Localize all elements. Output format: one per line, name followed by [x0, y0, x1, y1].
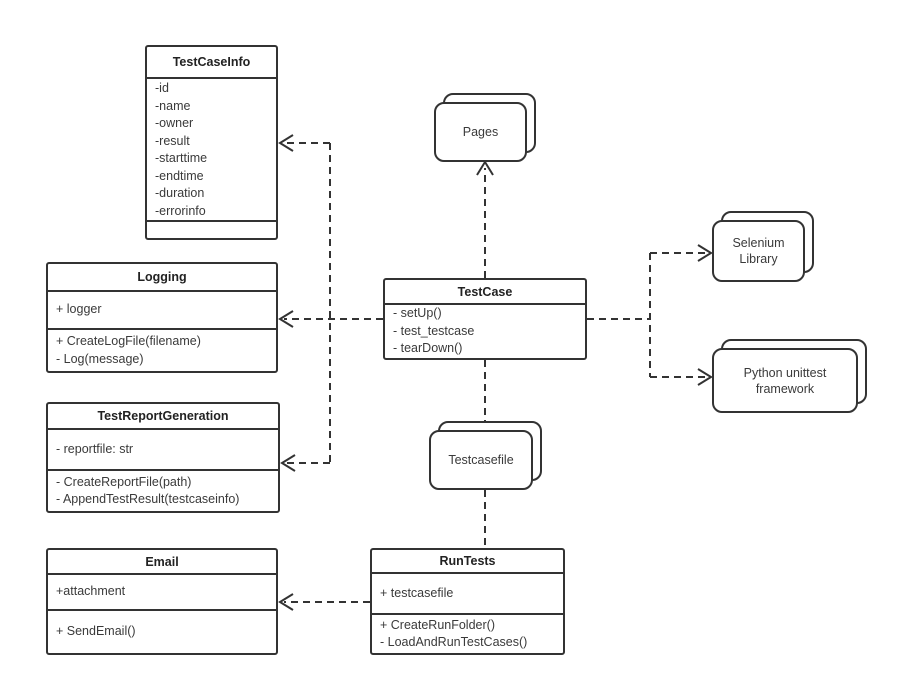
dependency-arrow-testcase-to-pages	[476, 160, 494, 278]
method: - setUp()	[393, 306, 442, 321]
class-title: RunTests	[372, 550, 563, 574]
class-email: Email +attachment + SendEmail()	[46, 548, 278, 655]
method: - CreateReportFile(path)	[56, 474, 192, 489]
attribute: - reportfile: str	[56, 441, 134, 456]
dependency-arrow-testcase-to-logging	[278, 310, 383, 328]
method: - test_testcase	[393, 323, 475, 338]
attribute: -name	[155, 98, 191, 113]
dependency-arrow-testcase-to-selenium-library	[650, 244, 713, 262]
class-title: TestReportGeneration	[48, 404, 278, 430]
class-testcase: TestCase - setUp() - test_testcase - tea…	[383, 278, 587, 360]
class-title: TestCase	[385, 280, 585, 305]
dependency-arrow-testcase-to-testcaseinfo	[278, 134, 330, 152]
method: - LoadAndRunTestCases()	[380, 635, 528, 649]
class-runtests: RunTests + testcasefile + CreateRunFolde…	[370, 548, 565, 655]
attribute: -endtime	[155, 168, 204, 183]
node-selenium-library: Selenium Library	[712, 211, 814, 282]
method: - Log(message)	[56, 351, 144, 366]
method: + CreateLogFile(filename)	[56, 334, 201, 348]
dependency-arrow-testcase-to-testreportgeneration	[280, 454, 330, 472]
attribute: -owner	[155, 116, 194, 130]
class-logging: Logging + logger + CreateLogFile(filenam…	[46, 262, 278, 373]
attribute: -result	[155, 133, 190, 148]
dependency-arrow-testcase-to-python-unittest	[650, 368, 713, 386]
attribute: -errorinfo	[155, 203, 206, 218]
class-testreportgeneration: TestReportGeneration - reportfile: str -…	[46, 402, 280, 513]
class-title: TestCaseInfo	[147, 47, 276, 79]
method: - AppendTestResult(testcaseinfo)	[56, 492, 240, 506]
attribute: -starttime	[155, 151, 208, 165]
class-testcaseinfo: TestCaseInfo -id -name -owner -result -s…	[145, 45, 278, 240]
attribute: + testcasefile	[380, 585, 454, 600]
attribute: + logger	[56, 302, 102, 317]
dependency-branch-right	[587, 253, 651, 377]
node-label: Pages	[434, 102, 527, 162]
attribute: +attachment	[56, 584, 126, 599]
empty-methods-compartment	[147, 222, 276, 238]
dependency-arrow-runtests-to-email	[278, 593, 370, 611]
attribute: -id	[155, 81, 169, 95]
method: - tearDown()	[393, 341, 463, 356]
class-title: Logging	[48, 264, 276, 292]
node-pages: Pages	[434, 93, 536, 162]
method: + CreateRunFolder()	[380, 617, 495, 632]
attribute: -duration	[155, 186, 205, 200]
node-python-unittest-framework: Python unittest framework	[712, 339, 867, 413]
node-testcasefile: Testcasefile	[429, 421, 542, 490]
node-label: Selenium Library	[712, 220, 805, 282]
class-title: Email	[48, 550, 276, 575]
node-label: Testcasefile	[429, 430, 533, 490]
node-label: Python unittest framework	[712, 348, 858, 413]
method: + SendEmail()	[56, 624, 136, 639]
